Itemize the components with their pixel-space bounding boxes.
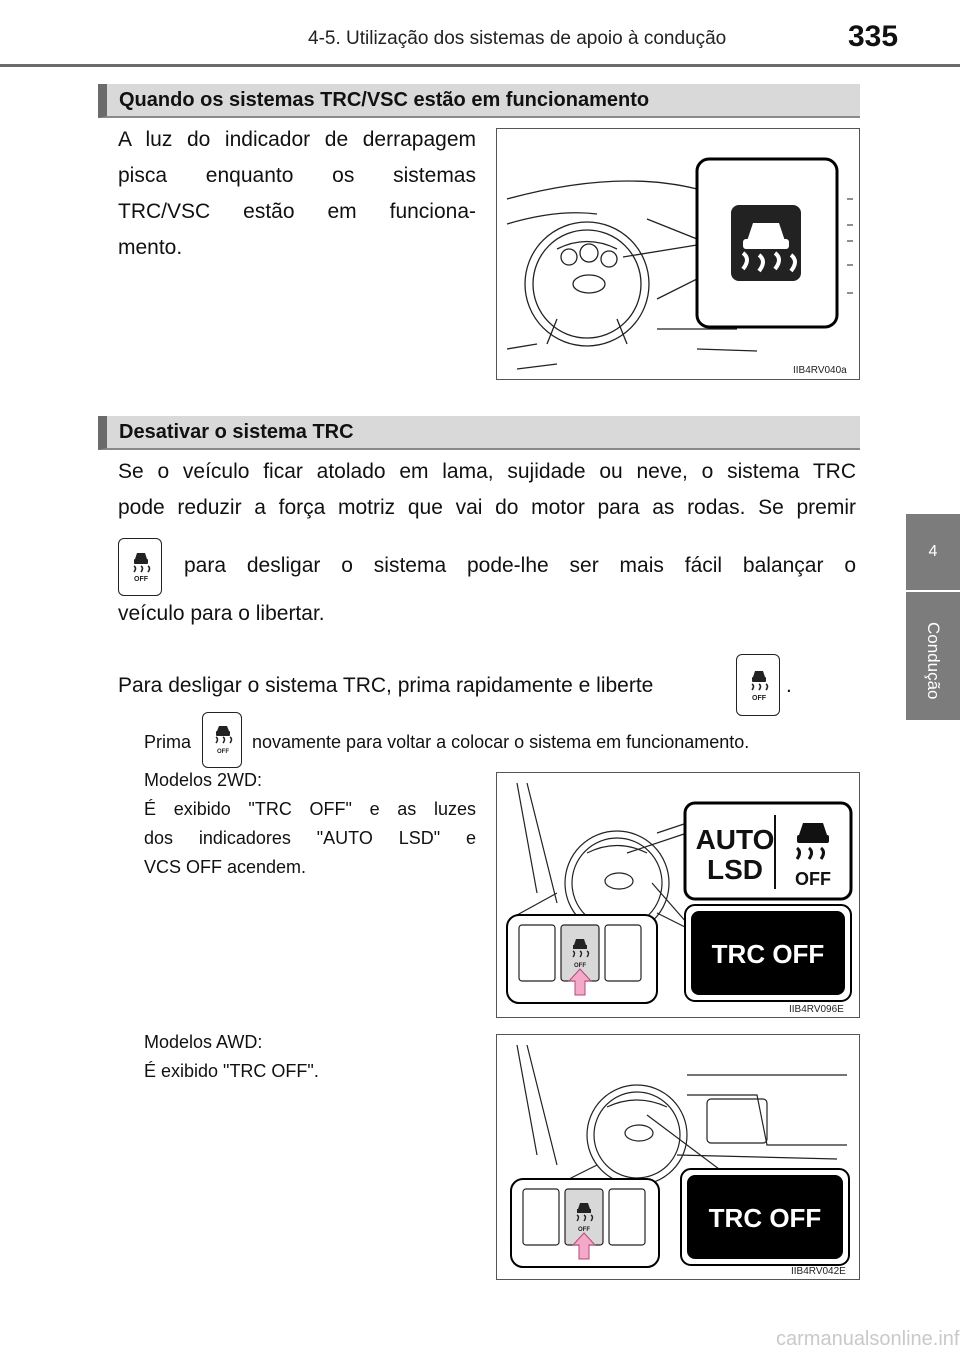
para1-line3: para desligar o sistema pode-lhe ser mai… [184,554,856,577]
auto-indicator: AUTO [696,824,775,855]
trc-off-button-icon: OFF [202,712,242,768]
slip-indicator-illustration: IIB4RV040a [496,128,860,380]
switch-panel-callout: OFF [506,914,658,1004]
page-number: 335 [848,20,899,53]
header-title: 4-5. Utilização dos sistemas de apoio à … [308,28,727,49]
para2-end: . [786,674,792,697]
figure-code: IIB4RV096E [789,1004,844,1015]
para2: Para desligar o sistema TRC, prima rapid… [118,674,654,697]
text-line: pisca enquanto os sistemas [118,164,476,187]
switch-panel-callout: OFF [510,1178,660,1268]
models-awd-block: Modelos AWD: É exibido "TRC OFF". [144,1028,476,1086]
trc-off-awd-illustration: TRC OFF OFF IIB4RV042E [496,1034,860,1280]
chapter-tab [906,592,960,720]
figure-code: IIB4RV040a [793,365,847,376]
para1-line4: veículo para o libertar. [118,602,325,625]
dashboard-drawing: IIB4RV040a [506,157,853,376]
section1-paragraph: A luz do indicador de derrapagem pisca e… [118,122,476,266]
slip-indicator-icon [731,205,801,281]
button-off-label: OFF [752,695,767,702]
trc-off-message: TRC OFF [709,1203,822,1233]
text-line: mento. [118,236,183,259]
switch-off-label: OFF [574,963,586,969]
chapter-tab-number: 4 [906,514,960,590]
figure-code: IIB4RV042E [791,1266,846,1277]
text-line: VCS OFF acendem. [144,857,307,877]
models-awd-text: É exibido "TRC OFF". [144,1061,319,1081]
models-awd-title: Modelos AWD: [144,1032,263,1052]
trc-off-display: TRC OFF [680,1168,850,1266]
text-line: É exibido "TRC OFF" e as luzes [144,799,476,819]
press-arrow-icon [567,968,593,996]
vsc-off-indicator: OFF [795,869,831,889]
chapter-tab-label: Condução [924,622,943,700]
indicator-callout: AUTO LSD OFF [683,801,853,901]
text-line: dos indicadores "AUTO LSD" e [144,828,476,848]
text-line: TRC/VSC estão em funciona- [118,200,476,223]
dashboard-awd-drawing: TRC OFF OFF IIB4RV042E [510,1044,850,1277]
button-off-label: OFF [134,576,149,583]
trc-off-button-icon: OFF [118,538,162,596]
trc-off-button-icon: OFF [736,654,780,716]
trc-off-2wd-illustration: AUTO LSD OFF TRC OFF OFF IIB4RV096E [496,772,860,1018]
trc-off-display: TRC OFF [684,904,852,1002]
section-heading-disable-trc: Desativar o sistema TRC [98,416,860,450]
para1-line2: pode reduzir a força motriz que vai do m… [118,496,856,519]
header-divider [0,64,960,67]
switch-off-label: OFF [578,1227,590,1233]
press-arrow-icon [571,1232,597,1260]
note-prefix: Prima [144,732,192,752]
note-suffix: novamente para voltar a colocar o sistem… [252,732,750,752]
footer-watermark: carmanualsonline.info [776,1328,960,1350]
models-2wd-title: Modelos 2WD: [144,770,263,790]
trc-off-message: TRC OFF [712,939,825,969]
lsd-indicator: LSD [707,854,763,885]
para1-line1: Se o veículo ficar atolado em lama, suji… [118,460,856,483]
button-off-label: OFF [217,749,229,755]
dashboard-2wd-drawing: AUTO LSD OFF TRC OFF OFF IIB4RV096E [506,782,853,1015]
text-line: A luz do indicador de derrapagem [118,128,476,151]
section-heading-trc-vsc: Quando os sistemas TRC/VSC estão em func… [98,84,860,118]
models-2wd-block: Modelos 2WD: É exibido "TRC OFF" e as lu… [144,766,476,882]
